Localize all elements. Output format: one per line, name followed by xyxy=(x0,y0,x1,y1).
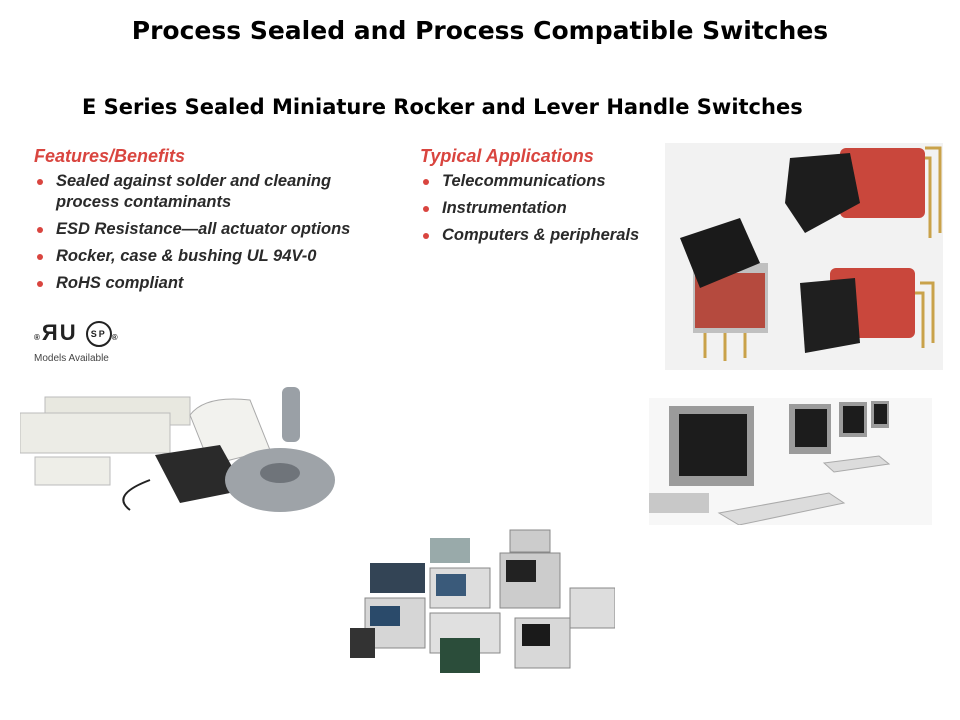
instrumentation-photo xyxy=(350,528,615,680)
slide-subtitle: E Series Sealed Miniature Rocker and Lev… xyxy=(82,95,803,119)
application-item: Computers & peripherals xyxy=(420,225,670,246)
feature-item: RoHS compliant xyxy=(34,273,414,294)
computers-photo xyxy=(649,398,932,525)
application-item: Telecommunications xyxy=(420,171,670,192)
application-item: Instrumentation xyxy=(420,198,670,219)
switches-photo xyxy=(665,143,943,370)
features-panel: Features/Benefits Sealed against solder … xyxy=(34,146,414,300)
feature-item: ESD Resistance—all actuator options xyxy=(34,219,414,240)
telecommunications-photo xyxy=(20,385,335,525)
applications-panel: Typical Applications Telecommunications … xyxy=(420,146,670,252)
models-available-caption: Models Available xyxy=(34,353,109,365)
applications-heading: Typical Applications xyxy=(420,146,594,166)
certification-logos: ®ЯU SP® Models Available xyxy=(34,320,120,364)
features-heading: Features/Benefits xyxy=(34,146,186,166)
slide-title: Process Sealed and Process Compatible Sw… xyxy=(131,16,829,45)
ul-csa-logo: ®ЯU SP® xyxy=(34,320,120,348)
feature-item: Sealed against solder and cleaning proce… xyxy=(34,171,376,213)
feature-item: Rocker, case & bushing UL 94V-0 xyxy=(34,246,414,267)
